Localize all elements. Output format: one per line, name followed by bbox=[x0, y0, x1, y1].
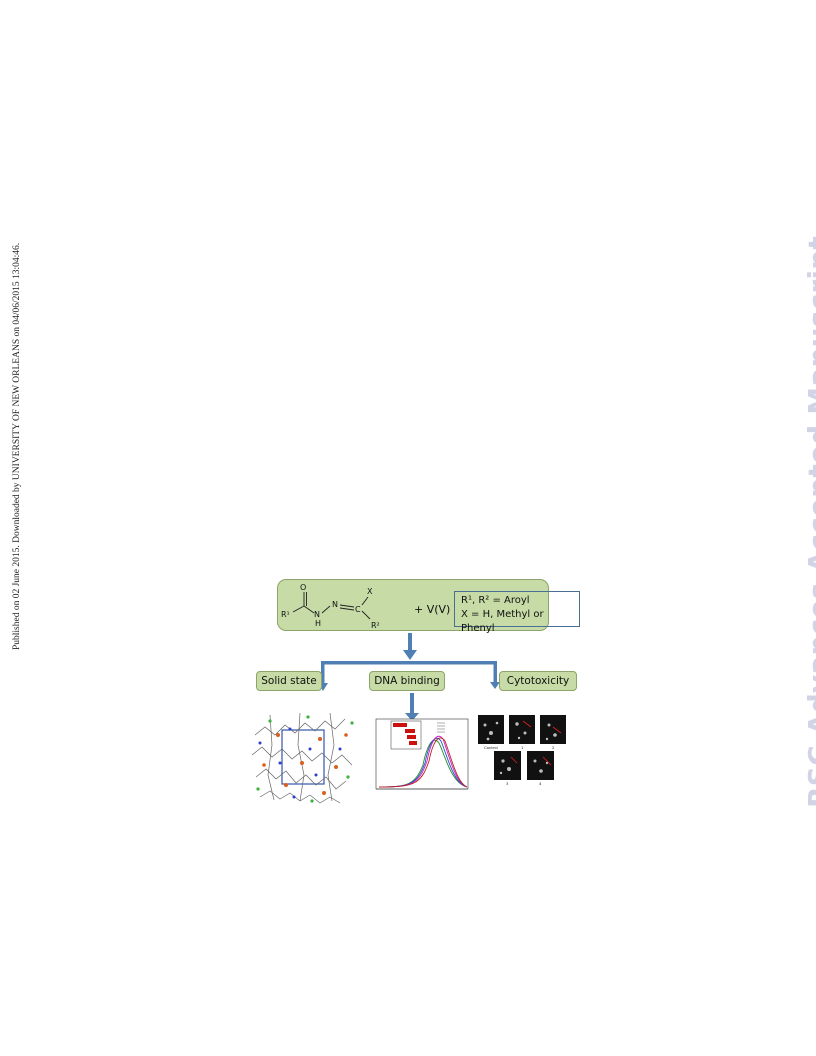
cell-panel-control bbox=[478, 715, 504, 744]
atom-r1: R¹ bbox=[281, 610, 290, 619]
cell-label-2: 2 bbox=[552, 745, 555, 750]
graphical-abstract: O R¹ N H N C X R² + V(V) R¹, R² = Aroyl … bbox=[245, 575, 585, 815]
cell-image-panels: Control 1 2 3 4 bbox=[475, 715, 575, 787]
publication-note: Published on 02 June 2015. Downloaded by… bbox=[12, 242, 22, 650]
hydrazone-structure: O R¹ N H N C X R² bbox=[281, 583, 380, 630]
atom-c: C bbox=[355, 605, 361, 614]
manuscript-watermark: RSC Advances Accepted Manuscript bbox=[802, 235, 816, 808]
solid-state-label: Solid state bbox=[256, 671, 322, 691]
dna-melting-plot bbox=[375, 718, 469, 790]
reagent-label: + V(V) bbox=[414, 603, 451, 616]
dna-binding-label: DNA binding bbox=[369, 671, 445, 691]
cell-highlights bbox=[483, 720, 562, 775]
substituent-line-1: R¹, R² = Aroyl bbox=[461, 595, 530, 606]
flow-arrows bbox=[318, 633, 500, 721]
cytotoxicity-label: Cytotoxicity bbox=[499, 671, 577, 691]
cell-label-1: 1 bbox=[521, 745, 524, 750]
crystal-packing-image bbox=[251, 712, 354, 804]
cell-panel-2 bbox=[540, 715, 566, 744]
cell-label-3: 3 bbox=[506, 781, 509, 786]
atom-h: H bbox=[315, 619, 321, 628]
cell-label-4: 4 bbox=[539, 781, 542, 786]
reaction-scheme-box: O R¹ N H N C X R² + V(V) R¹, R² = Aroyl … bbox=[277, 579, 580, 634]
cell-label-control: Control bbox=[484, 745, 498, 750]
atom-n1: N bbox=[314, 610, 320, 619]
substituent-box: R¹, R² = Aroyl X = H, Methyl or Phenyl bbox=[454, 591, 580, 634]
cell-panel-1 bbox=[509, 715, 535, 744]
atom-r2: R² bbox=[371, 621, 380, 630]
cell-panel-3 bbox=[494, 751, 521, 780]
atom-n2: N bbox=[332, 600, 338, 609]
substituent-line-2: X = H, Methyl or Phenyl bbox=[461, 609, 544, 634]
cell-panel-4 bbox=[527, 751, 554, 780]
atom-x: X bbox=[367, 587, 373, 596]
atom-oxygen: O bbox=[300, 583, 306, 592]
